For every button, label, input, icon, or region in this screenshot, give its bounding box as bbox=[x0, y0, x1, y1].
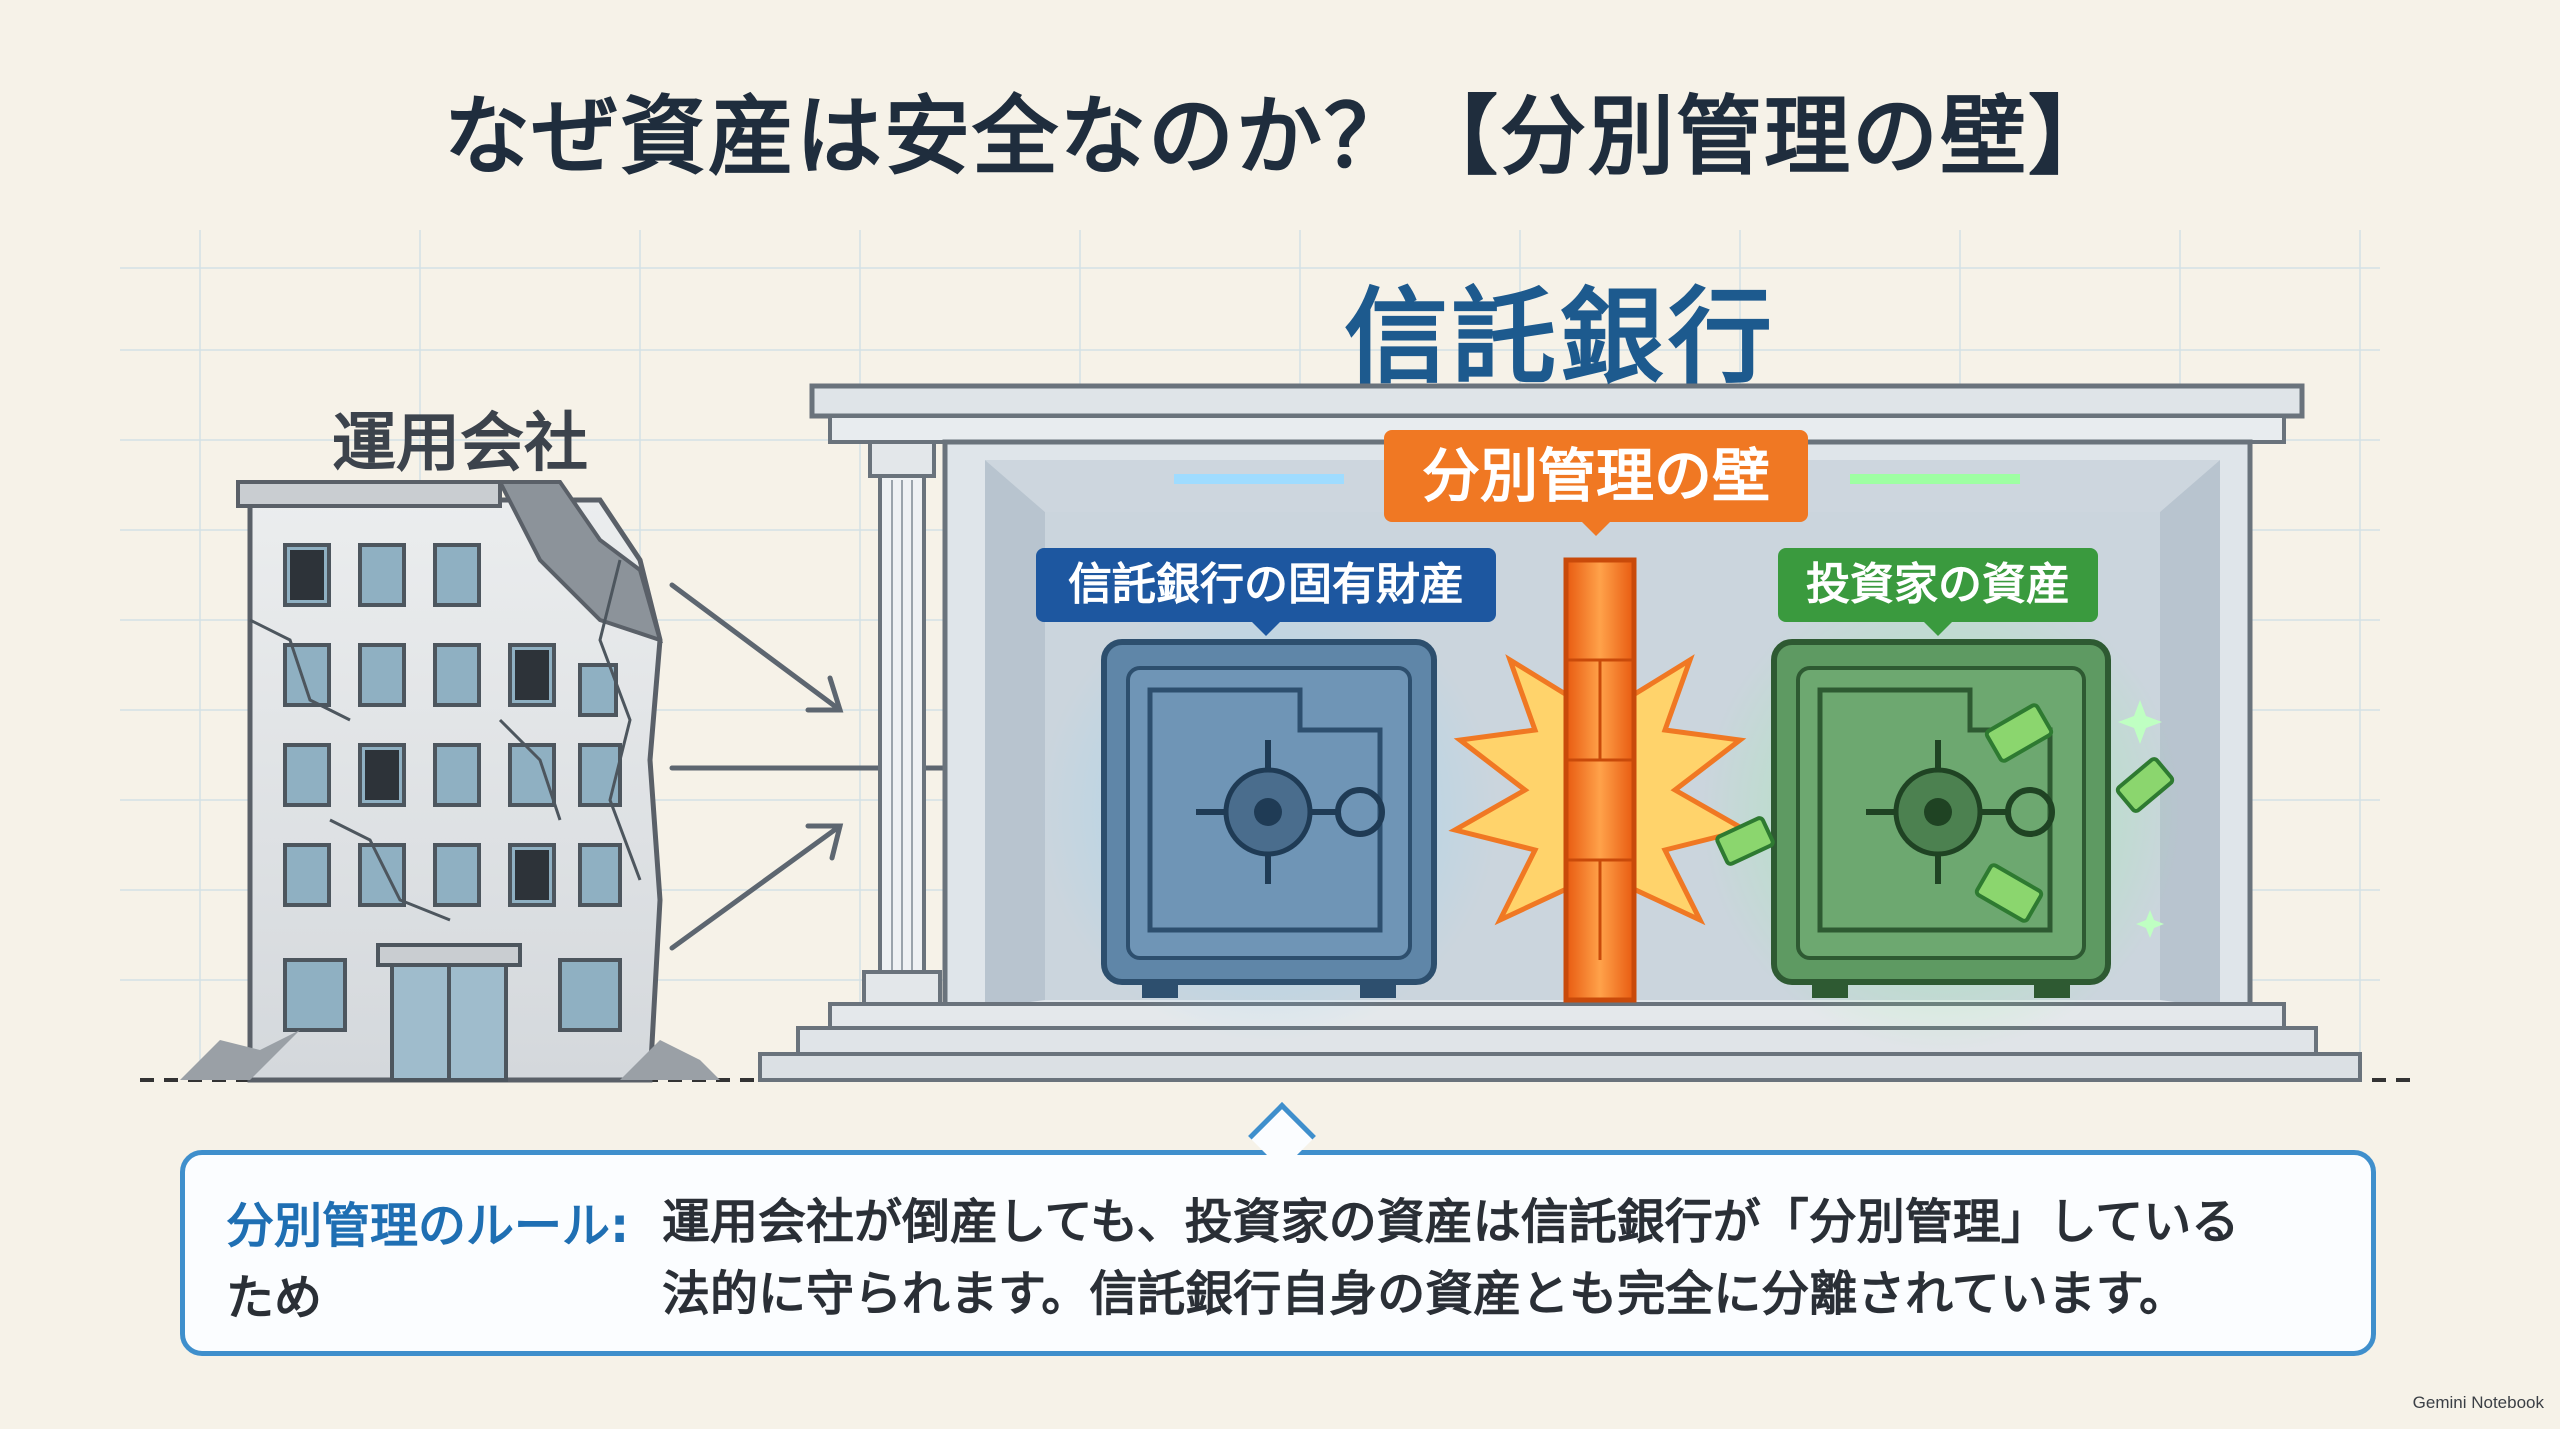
banknote-icon bbox=[1715, 703, 2175, 923]
segregation-wall-icon bbox=[1448, 557, 1752, 1003]
bank-safe-icon bbox=[1101, 639, 1437, 998]
rule-description: 運用会社が倒産しても、投資家の資産は信託銀行が「分別管理」している 法的に守られ… bbox=[662, 1186, 2342, 1330]
investor-safe-icon bbox=[1771, 639, 2111, 998]
management-company-label: 運用会社 bbox=[332, 407, 588, 481]
watermark: Gemini Notebook bbox=[2412, 1393, 2544, 1412]
rule-text-line-2: 法的に守られます。信託銀行自身の資産とも完全に分離されています。 bbox=[662, 1266, 2187, 1322]
sparkle-icon bbox=[2118, 700, 2164, 938]
investor-assets-tag: 投資家の資産 bbox=[1778, 548, 2098, 636]
trust-bank-label: 信託銀行 bbox=[1343, 276, 1776, 398]
rule-text-line-1: 運用会社が倒産しても、投資家の資産は信託銀行が「分別管理」している bbox=[662, 1194, 2240, 1250]
rule-label-suffix: ため bbox=[226, 1270, 323, 1326]
rule-label: 分別管理のルール: bbox=[226, 1198, 630, 1254]
segregation-wall-tag: 分別管理の壁 bbox=[1384, 430, 1808, 536]
bank-own-assets-tag: 信託銀行の固有財産 bbox=[1036, 548, 1496, 636]
damaged-building-icon bbox=[180, 480, 720, 1083]
page-title: なぜ資産は安全なのか？【分別管理の壁】 bbox=[444, 87, 2116, 187]
